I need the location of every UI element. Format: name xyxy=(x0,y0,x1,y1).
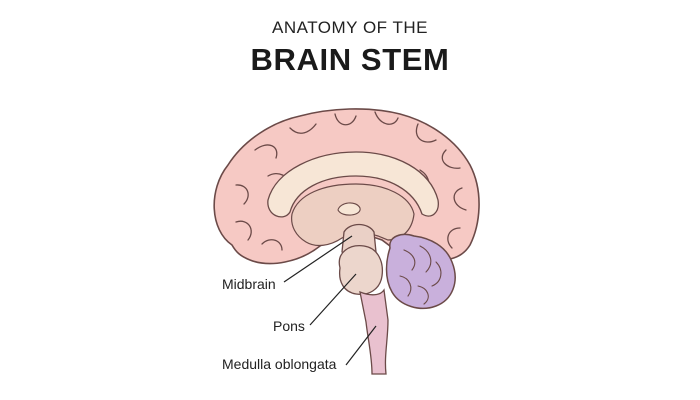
ventricle xyxy=(337,202,361,216)
cerebellum xyxy=(385,233,456,310)
corpus-callosum xyxy=(267,151,439,218)
pons-leader-line xyxy=(309,273,357,326)
cerebellum-folds xyxy=(399,245,442,305)
medulla-oblongata xyxy=(359,288,389,375)
midbrain-leader-line xyxy=(283,235,353,283)
title-block: ANATOMY OF THE BRAIN STEM xyxy=(0,18,700,78)
title-line-1: ANATOMY OF THE xyxy=(272,18,428,37)
label-pons: Pons xyxy=(273,318,305,334)
label-medulla-oblongata: Medulla oblongata xyxy=(222,356,337,372)
medulla-leader-line xyxy=(345,325,377,366)
label-midbrain: Midbrain xyxy=(222,276,276,292)
title-line-2: BRAIN STEM xyxy=(250,42,450,77)
pons xyxy=(338,245,384,296)
